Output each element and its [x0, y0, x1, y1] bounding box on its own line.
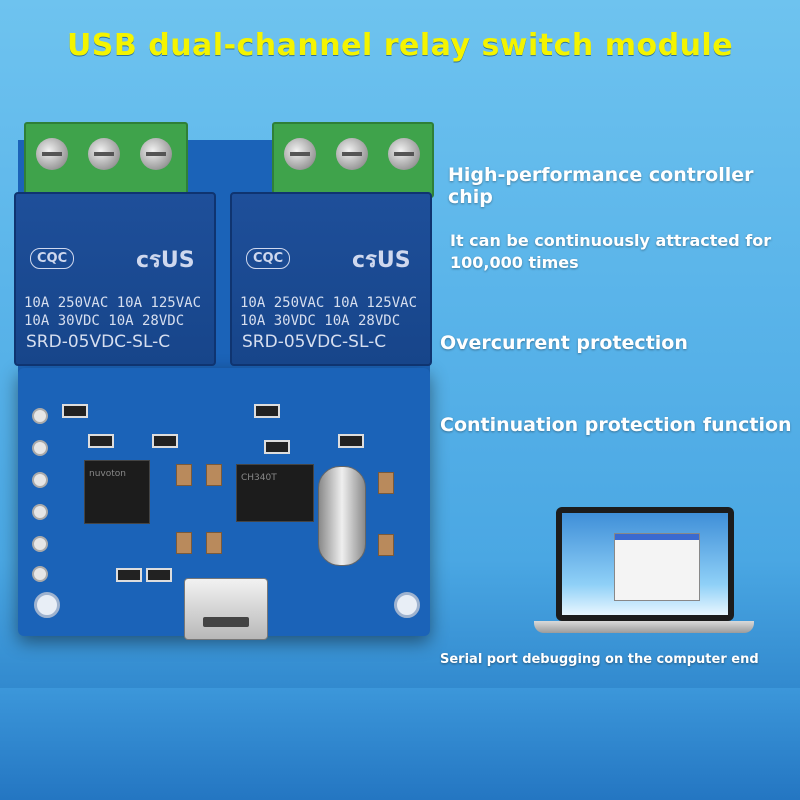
screw-icon: [36, 138, 68, 170]
feature-continuation: Continuation protection function: [440, 414, 792, 436]
relay-spec-line: 10A 250VAC 10A 125VAC: [240, 295, 418, 311]
screw-icon: [336, 138, 368, 170]
header-pin: [32, 440, 48, 456]
resistor: [152, 434, 178, 448]
capacitor: [206, 532, 222, 554]
usb-serial-chip: CH340T: [236, 464, 314, 522]
capacitor: [206, 464, 222, 486]
feature-overcurrent: Overcurrent protection: [440, 332, 688, 354]
cqc-mark: CQC: [30, 248, 75, 269]
capacitor: [176, 464, 192, 486]
chip-label: CH340T: [241, 473, 277, 483]
header-pin: [32, 472, 48, 488]
terminal-block-right: [272, 122, 434, 198]
screw-icon: [284, 138, 316, 170]
resistor: [88, 434, 114, 448]
screw-icon: [140, 138, 172, 170]
serial-debug-window: [614, 533, 700, 601]
micro-usb-port: [184, 578, 268, 640]
relay-right: CQC cรUS 10A 250VAC 10A 125VAC 10A 30VDC…: [230, 192, 432, 366]
terminal-block-left: [24, 122, 188, 198]
cqc-mark: CQC: [246, 248, 291, 269]
laptop-screen: [556, 507, 734, 621]
chip-label: nuvoton: [89, 469, 126, 479]
laptop-caption: Serial port debugging on the computer en…: [440, 652, 759, 667]
feature-durability-line1: It can be continuously attracted for: [450, 231, 772, 250]
crystal-oscillator: [318, 466, 366, 566]
header-pin: [32, 536, 48, 552]
mounting-hole: [394, 592, 420, 618]
page-title: USB dual-channel relay switch module: [66, 28, 734, 63]
relay-spec: 10A 30VDC 10A 28VDC: [24, 312, 184, 330]
laptop-base: [534, 621, 754, 633]
resistor: [116, 568, 142, 582]
ul-mark: cรUS: [352, 248, 411, 273]
relay-model: SRD-05VDC-SL-C: [26, 332, 171, 352]
resistor: [62, 404, 88, 418]
screw-icon: [88, 138, 120, 170]
header-pin: [32, 408, 48, 424]
feature-durability-line2: 100,000 times: [450, 253, 579, 272]
screw-icon: [388, 138, 420, 170]
relay-spec: 10A 250VAC 10A 125VAC: [240, 294, 417, 312]
ul-mark: cรUS: [136, 248, 195, 273]
capacitor: [176, 532, 192, 554]
feature-controller-chip: High-performance controller chip: [448, 164, 754, 208]
controller-chip: nuvoton: [84, 460, 150, 524]
relay-spec: 10A 250VAC 10A 125VAC: [24, 294, 201, 312]
relay-left: CQC cรUS 10A 250VAC 10A 125VAC 10A 30VDC…: [14, 192, 216, 366]
resistor: [338, 434, 364, 448]
capacitor: [378, 472, 394, 494]
resistor: [264, 440, 290, 454]
capacitor: [378, 534, 394, 556]
mounting-hole: [34, 592, 60, 618]
relay-spec: 10A 30VDC 10A 28VDC: [240, 312, 400, 330]
relay-model: SRD-05VDC-SL-C: [242, 332, 387, 352]
resistor: [254, 404, 280, 418]
desktop-wallpaper: [562, 513, 728, 615]
relay-spec-line: 10A 250VAC 10A 125VAC: [24, 295, 202, 311]
header-pin: [32, 504, 48, 520]
relay-spec-line: 10A 30VDC 10A 28VDC: [240, 313, 401, 329]
header-pin: [32, 566, 48, 582]
resistor: [146, 568, 172, 582]
bottom-band: [0, 688, 800, 800]
relay-spec-line: 10A 30VDC 10A 28VDC: [24, 313, 185, 329]
